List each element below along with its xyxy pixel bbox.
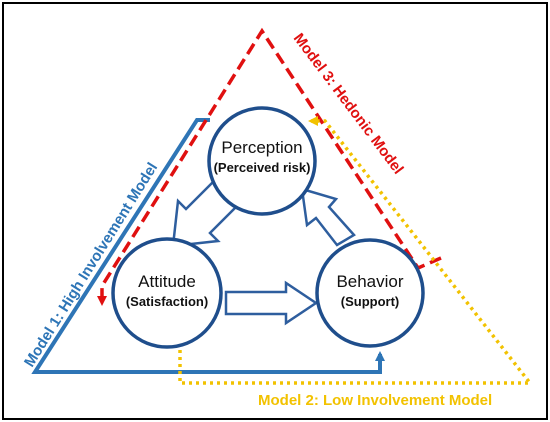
node-perception-title: Perception	[221, 138, 302, 157]
model1-path	[31, 118, 385, 374]
node-attitude-subtitle: (Satisfaction)	[126, 294, 208, 309]
node-perception: Perception (Perceived risk)	[207, 106, 317, 216]
model3-path	[97, 27, 442, 306]
node-behavior-subtitle: (Support)	[341, 294, 399, 309]
model2-path	[178, 116, 534, 385]
node-attitude-title: Attitude	[138, 272, 196, 291]
arrow-attitude-to-behavior	[224, 280, 319, 326]
node-behavior: Behavior (Support)	[315, 238, 425, 348]
node-perception-subtitle: (Perceived risk)	[214, 160, 311, 175]
node-attitude: Attitude (Satisfaction)	[111, 237, 223, 349]
arrow-behavior-to-perception	[300, 187, 356, 247]
model2-label: Model 2: Low Involvement Model	[258, 392, 492, 409]
node-behavior-title: Behavior	[336, 272, 403, 291]
